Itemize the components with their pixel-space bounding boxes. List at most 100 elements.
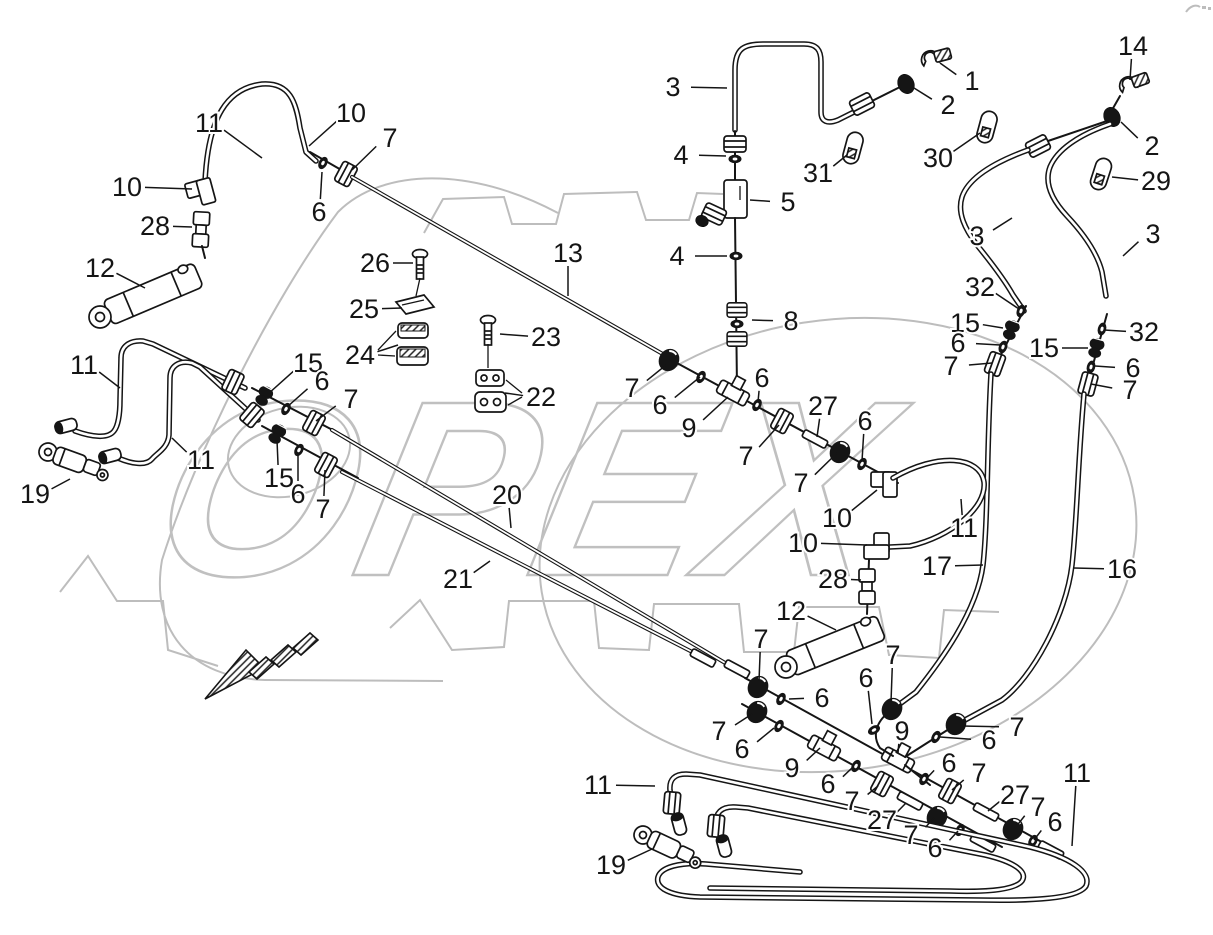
callout-leader-7: [734, 713, 753, 726]
callout-leader-11: [615, 784, 656, 787]
callout-leader-6: [867, 690, 873, 725]
callout-leader-11: [1071, 785, 1077, 847]
callout-leader-7: [867, 785, 879, 796]
callout-leader-7: [951, 779, 965, 791]
callout-4: 4: [669, 241, 684, 271]
callout-1: 1: [964, 66, 979, 96]
callout-leader-15: [276, 439, 279, 466]
callout-leader-27: [896, 802, 907, 814]
callout-leader-14: [1129, 58, 1133, 81]
callout-7: 7: [903, 820, 918, 850]
callout-leader-4: [698, 154, 727, 157]
callout-leader-6: [939, 736, 972, 740]
callout-14: 14: [1118, 31, 1148, 61]
callout-7: 7: [793, 468, 808, 498]
callout-leader-12: [807, 615, 837, 631]
watermark-gear-teeth-top: [423, 190, 724, 234]
callout-leader-7: [814, 452, 838, 476]
callout-leader-9: [897, 743, 900, 754]
callout-leader-25: [381, 307, 403, 310]
callout-15: 15: [293, 348, 323, 378]
callout-11: 11: [950, 513, 978, 543]
callout-leader-20: [508, 507, 512, 529]
callout-leader-10: [308, 120, 338, 147]
callout-leader-6: [861, 433, 865, 462]
callout-19: 19: [596, 850, 626, 880]
callout-leader-6: [1094, 365, 1116, 369]
callout-10: 10: [822, 503, 852, 533]
callout-leader-6: [756, 727, 775, 743]
callout-3: 3: [665, 72, 680, 102]
callout-leader-11: [171, 437, 188, 453]
callout-leader-6: [319, 171, 323, 200]
callout-9: 9: [681, 413, 696, 443]
callout-32: 32: [965, 272, 995, 302]
callout-7: 7: [1009, 712, 1024, 742]
callout-leader-11: [223, 129, 263, 159]
callout-6: 6: [950, 328, 965, 358]
callout-leader-7: [1090, 383, 1113, 389]
corner-mark: [1185, 4, 1201, 13]
callout-7: 7: [382, 123, 397, 153]
callout-leader-27: [816, 418, 821, 438]
callout-6: 6: [927, 833, 942, 863]
callout-leader-1: [939, 62, 957, 76]
callout-leader-6: [757, 390, 760, 403]
callout-13: 13: [553, 238, 583, 268]
callout-leader-15: [982, 323, 1004, 329]
callout-6: 6: [981, 725, 996, 755]
callout-leader-6: [926, 769, 935, 779]
callout-leader-28: [850, 578, 862, 581]
callout-6: 6: [820, 769, 835, 799]
callout-leader-11: [98, 371, 121, 389]
callout-12: 12: [85, 253, 115, 283]
callout-leader-7: [646, 360, 672, 382]
callout-leader-21: [473, 560, 491, 574]
callout-leader-32: [995, 292, 1020, 310]
callout-3: 3: [1145, 219, 1160, 249]
callout-leader-30: [953, 132, 981, 152]
callout-8: 8: [783, 306, 798, 336]
callout-leader-7: [968, 362, 993, 366]
callout-leader-19: [627, 848, 653, 861]
callout-30: 30: [923, 143, 953, 173]
callout-28: 28: [140, 211, 170, 241]
callout-2: 2: [1144, 131, 1159, 161]
callout-6: 6: [858, 663, 873, 693]
callout-11: 11: [195, 108, 223, 138]
callout-26: 26: [360, 248, 390, 278]
callout-6: 6: [941, 748, 956, 778]
callout-6: 6: [857, 406, 872, 436]
callout-7: 7: [315, 494, 330, 524]
watermark-gear-teeth-bottom: [389, 598, 1000, 660]
callout-7: 7: [624, 373, 639, 403]
callout-leader-5: [749, 199, 771, 203]
callout-6: 6: [734, 734, 749, 764]
corner-mark-dot: [1208, 7, 1211, 10]
callout-leader-10: [851, 489, 878, 512]
callout-7: 7: [844, 786, 859, 816]
watermark-ellipse-small: [226, 405, 352, 499]
callout-leader-7: [315, 405, 337, 422]
callout-6: 6: [652, 390, 667, 420]
callout-7: 7: [738, 441, 753, 471]
callout-3: 3: [969, 221, 984, 251]
callout-17: 17: [922, 551, 952, 581]
callout-leader-24: [377, 344, 399, 353]
watermark-ellipse-large: [538, 316, 1138, 774]
callout-20: 20: [492, 480, 522, 510]
callout-leader-19: [51, 478, 71, 490]
callout-leader-11: [960, 498, 963, 516]
callout-15: 15: [264, 463, 294, 493]
callout-leader-3: [690, 86, 728, 89]
callout-7: 7: [943, 351, 958, 381]
callout-leader-27: [987, 801, 1000, 812]
callout-7: 7: [885, 640, 900, 670]
callout-leader-2: [1120, 121, 1139, 139]
callout-leader-6: [286, 388, 309, 408]
callout-leader-29: [1111, 176, 1139, 181]
callout-leader-10: [820, 542, 868, 546]
callout-7: 7: [971, 758, 986, 788]
callout-6: 6: [814, 683, 829, 713]
